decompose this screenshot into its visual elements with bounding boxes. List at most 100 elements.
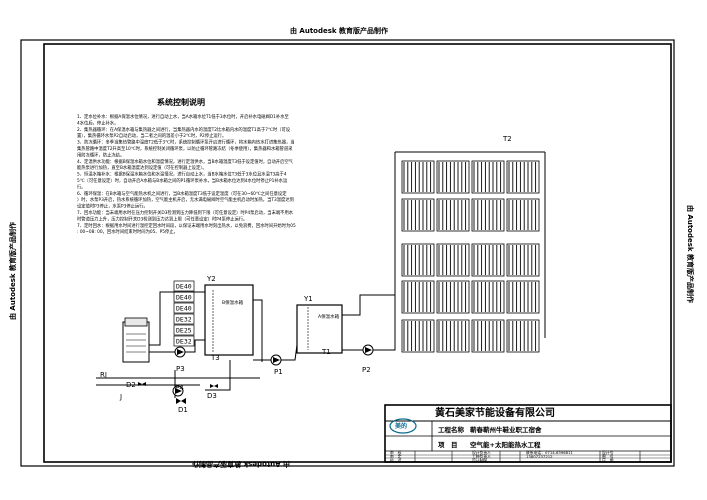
sign-table-cell: 审 核 xyxy=(390,450,402,455)
collector-panel xyxy=(401,198,435,232)
pump-p1 xyxy=(270,354,282,366)
collector-panel xyxy=(506,198,540,232)
description-line: 行。 xyxy=(77,183,86,190)
label-t2: T2 xyxy=(502,135,512,143)
title-block: 黄石美家节能设备有限公司 美的 工程名称 蕲春蕲州牛鞋业职工宿舍 项 目 空气能… xyxy=(384,404,672,463)
collector-panel xyxy=(471,319,505,353)
heat-pump-unit xyxy=(122,317,150,363)
sign-table-cell: 校 对 xyxy=(390,458,402,463)
pipe-size-tag: DE40 xyxy=(176,305,192,313)
item-label: 项 目 xyxy=(438,440,458,449)
item-value: 空气能+太阳能热水工程 xyxy=(470,440,541,449)
solar-collector-array xyxy=(394,151,546,353)
collector-panel xyxy=(471,280,505,314)
piping xyxy=(96,291,396,398)
collector-panel xyxy=(506,319,540,353)
sign-table-cell: 设计负责人 xyxy=(472,450,491,455)
watermark-top: 由 Autodesk 教育版产品制作 xyxy=(290,26,388,35)
pump-p2 xyxy=(362,344,374,356)
description-title: 系统控制说明 xyxy=(157,97,205,107)
label-j: J xyxy=(119,393,122,401)
sign-table-cell: 设计制图 xyxy=(472,458,487,463)
company-logo: 美的 xyxy=(389,418,417,434)
sign-table-cell: 13807237212 xyxy=(526,454,553,459)
project-value: 蕲春蕲州牛鞋业职工宿舍 xyxy=(470,425,542,434)
heat-pump-body xyxy=(122,321,150,363)
collector-panel xyxy=(506,280,540,314)
pipe-size-tag: DE40 xyxy=(176,283,192,291)
description-line: 用防冻循环，防止冻结。 xyxy=(77,151,124,158)
sign-table-cell: 工种负责人 xyxy=(472,454,491,459)
description-line: 5℃（可任意设定）时，自动开启A水箱与B水箱之间的P1循环泵补水，当B水箱水位达… xyxy=(77,177,288,184)
pipe-b-outlet xyxy=(253,299,263,362)
collector-panel xyxy=(436,160,470,194)
sign-table-cell: 日 期 xyxy=(602,458,614,463)
heat-pump-fan xyxy=(124,317,148,327)
collector-panel xyxy=(506,160,540,194)
tank-a-label: A保温水箱 xyxy=(318,313,340,320)
description-line: 设定值时P3停止，水泵P3停止运行。 xyxy=(77,203,148,210)
label-t3: T3 xyxy=(210,354,220,362)
description-line: 置），集热循环水泵P2自动启动，当二者之间的温差小于2℃时，P2停止运行。 xyxy=(77,132,226,139)
label-p3: P3 xyxy=(176,365,185,373)
pipe-heatpump-supply xyxy=(149,291,205,346)
pipe-a-to-collectors xyxy=(342,342,396,351)
valve-d1 xyxy=(176,398,186,404)
description-line: 集热管路中温度T2升高至10℃时，系统控制关闭循环泵，以防止循环管路冻结（冬季使… xyxy=(77,145,293,152)
collector-panel xyxy=(401,243,435,277)
collector-panel xyxy=(401,160,435,194)
description-line: 7、定时回水：根据用水时间进行温控定回水时间段，以保证末端用水时刻出热水，以免浪… xyxy=(77,222,296,229)
tank-b xyxy=(204,284,254,356)
pipe-size-tag: DE40 xyxy=(176,294,192,302)
collector-panel xyxy=(436,198,470,232)
label-d1: D1 xyxy=(178,406,188,414)
pump-p4 xyxy=(172,385,184,397)
description-line: 时管道压力上升，压力控制开关D3检测到压力达到上限（可任意设定）时P4泵停止运行… xyxy=(77,215,247,222)
description-line: 4水位后，停止补水。 xyxy=(77,119,118,126)
collector-panel xyxy=(401,280,435,314)
logo-text: 美的 xyxy=(394,422,407,430)
sign-table-cell: 联系电话：0714-6396811 xyxy=(526,450,574,455)
collector-panel xyxy=(436,319,470,353)
description-line: 1、定水位补水：根据A保温水位情况，进行自动上水，当A水箱水位T1低于3水位时，… xyxy=(77,113,290,120)
pipe-heatpump-return xyxy=(149,339,205,353)
outer-frame xyxy=(20,39,675,467)
pipe-size-tag-box xyxy=(173,280,195,292)
collector-panel xyxy=(436,243,470,277)
project-label: 工程名称 xyxy=(438,425,465,434)
description-line: 4、定温供水功能：根据B保温水箱水位和温度情况，进行定温供水，当B水箱温度T3低… xyxy=(77,158,294,165)
label-d3: D3 xyxy=(207,392,217,400)
label-y1: Y1 xyxy=(303,295,313,303)
valve-d3 xyxy=(210,384,218,388)
label-p2: P2 xyxy=(362,366,371,374)
description-line: 3、防冻循环：冬季当集热管路中温度T2低于3℃时，系统控制循环泵开启进行循环，将… xyxy=(77,139,295,146)
pipe-collectors-to-a xyxy=(342,294,395,316)
collector-panel xyxy=(471,160,505,194)
label-y2: Y2 xyxy=(206,275,216,283)
description-line: 2、集热器循环：在A保温水箱与集热器之间进行，当集热器内水的温度T2比水箱内水的… xyxy=(77,126,291,133)
description-text: 1、定水位补水：根据A保温水位情况，进行自动上水，当A水箱水位T1低于3水位时，… xyxy=(77,113,296,235)
collector-panel xyxy=(471,198,505,232)
label-t1: T1 xyxy=(321,348,331,356)
tank-b-label: B保温水箱 xyxy=(222,299,244,306)
collector-panel xyxy=(401,319,435,353)
watermark-right: 由 Autodesk 教育版产品制作 xyxy=(686,205,695,303)
system-description: 系统控制说明 1、定水位补水：根据A保温水位情况，进行自动上水，当A水箱水位T1… xyxy=(77,97,296,235)
pipe-return-line xyxy=(205,360,231,391)
watermark-left: 由 Autodesk 教育版产品制作 xyxy=(8,222,17,320)
pipe-size-tag-box xyxy=(173,335,195,347)
label-p4: P4 xyxy=(175,384,184,392)
description-line: : 00~08: 00，回水时间结束时时间为05、P5停止。 xyxy=(77,228,178,235)
company-name: 黄石美家节能设备有限公司 xyxy=(435,406,555,419)
watermark-bottom: 由 Autodesk 教育版产品制作 xyxy=(192,460,290,469)
inner-frame xyxy=(43,43,672,463)
pipe-size-tag-box xyxy=(173,324,195,336)
pipe-size-tag: DE32 xyxy=(176,338,192,346)
pipe-size-tag: DE32 xyxy=(176,316,192,324)
sign-table-cell: 审 定 xyxy=(390,454,402,459)
description-line: 能热泵进行加热，直至B水箱温度达到设定值（可在控制器上设定）。 xyxy=(77,164,207,171)
description-line: 7、回水功能：当末端用水时在压力控制开关D3检测到压力降低到下限（可任意设定）时… xyxy=(77,209,294,216)
